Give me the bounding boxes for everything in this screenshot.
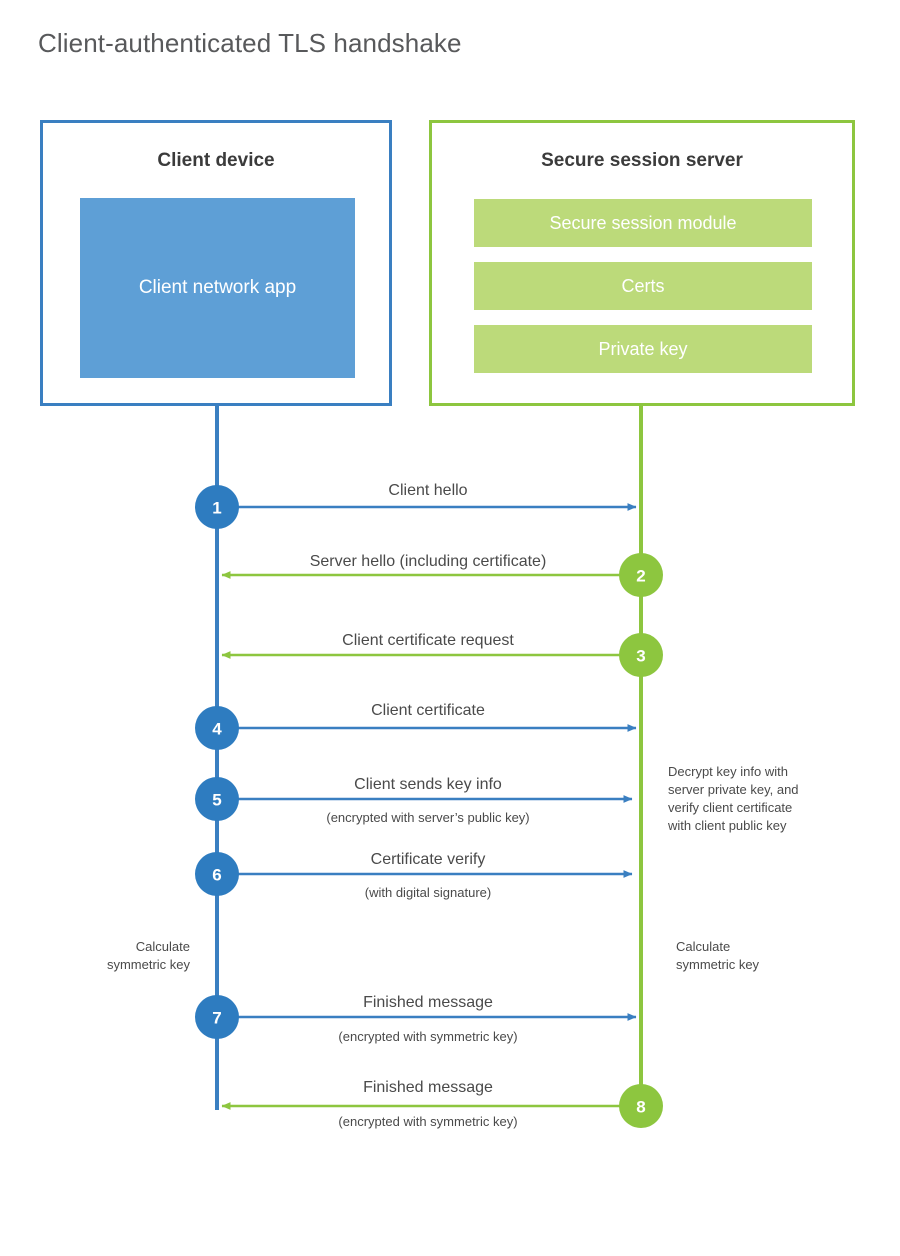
step-3-label: Client certificate request	[342, 632, 514, 649]
server-calculate-note-line-0: Calculate	[676, 939, 730, 954]
step-6-label: Certificate verify	[371, 851, 486, 868]
client-device-title: Client device	[157, 150, 275, 171]
step-8-badge	[619, 1084, 663, 1128]
step-1-badge	[195, 485, 239, 529]
server-calculate-note: Calculate symmetric key	[676, 939, 760, 972]
step-1-label: Client hello	[388, 482, 467, 499]
step-2-badge	[619, 553, 663, 597]
step-4-label: Client certificate	[371, 702, 485, 719]
server-decrypt-note-line-1: server private key, and	[668, 782, 799, 797]
server-decrypt-note-line-0: Decrypt key info with	[668, 764, 788, 779]
step-5-badge	[195, 777, 239, 821]
step-2-number: 2	[636, 567, 645, 586]
step-1-number: 1	[212, 499, 221, 518]
step-2-group: Server hello (including certificate) 2	[221, 553, 663, 597]
server-decrypt-note-line-3: with client public key	[667, 818, 787, 833]
server-calculate-note-line-1: symmetric key	[676, 957, 760, 972]
client-device-box: Client device Client network app	[40, 120, 392, 406]
step-8-label: Finished message	[363, 1079, 493, 1096]
server-component-certs: Certs	[474, 262, 812, 310]
step-1-group: Client hello 1	[195, 482, 637, 529]
secure-session-server-box: Secure session server Secure session mod…	[429, 120, 855, 406]
step-6-badge	[195, 852, 239, 896]
step-3-badge	[619, 633, 663, 677]
step-7-badge	[195, 995, 239, 1039]
server-decrypt-note-line-2: verify client certificate	[668, 800, 792, 815]
step-5-sublabel: (encrypted with server’s public key)	[326, 810, 529, 825]
server-component-private-key: Private key	[474, 325, 812, 373]
step-4-group: Client certificate 4	[195, 702, 637, 750]
step-8-group: Finished message (encrypted with symmetr…	[221, 1079, 663, 1129]
step-7-label: Finished message	[363, 994, 493, 1011]
step-8-number: 8	[636, 1098, 645, 1117]
step-5-group: Client sends key info (encrypted with se…	[195, 776, 633, 825]
step-5-number: 5	[212, 791, 221, 810]
server-decrypt-note: Decrypt key info with server private key…	[667, 764, 799, 833]
step-7-group: Finished message (encrypted with symmetr…	[195, 994, 637, 1044]
step-7-sublabel: (encrypted with symmetric key)	[338, 1029, 517, 1044]
step-8-sublabel: (encrypted with symmetric key)	[338, 1114, 517, 1129]
page-title: Client-authenticated TLS handshake	[38, 28, 462, 58]
step-2-label: Server hello (including certificate)	[310, 553, 547, 570]
server-component-secure-session-module: Secure session module	[474, 199, 812, 247]
secure-session-server-title: Secure session server	[541, 150, 743, 171]
step-7-number: 7	[212, 1009, 221, 1028]
step-3-number: 3	[636, 647, 645, 666]
step-4-badge	[195, 706, 239, 750]
client-network-app-block: Client network app	[80, 198, 355, 378]
step-6-group: Certificate verify (with digital signatu…	[195, 851, 633, 900]
client-calculate-note-line-0: Calculate	[136, 939, 190, 954]
step-4-number: 4	[212, 720, 222, 739]
client-calculate-note: Calculate symmetric key	[107, 939, 191, 972]
step-6-number: 6	[212, 866, 221, 885]
step-5-label: Client sends key info	[354, 776, 502, 793]
step-3-group: Client certificate request 3	[221, 632, 663, 677]
step-6-sublabel: (with digital signature)	[365, 885, 491, 900]
client-calculate-note-line-1: symmetric key	[107, 957, 191, 972]
